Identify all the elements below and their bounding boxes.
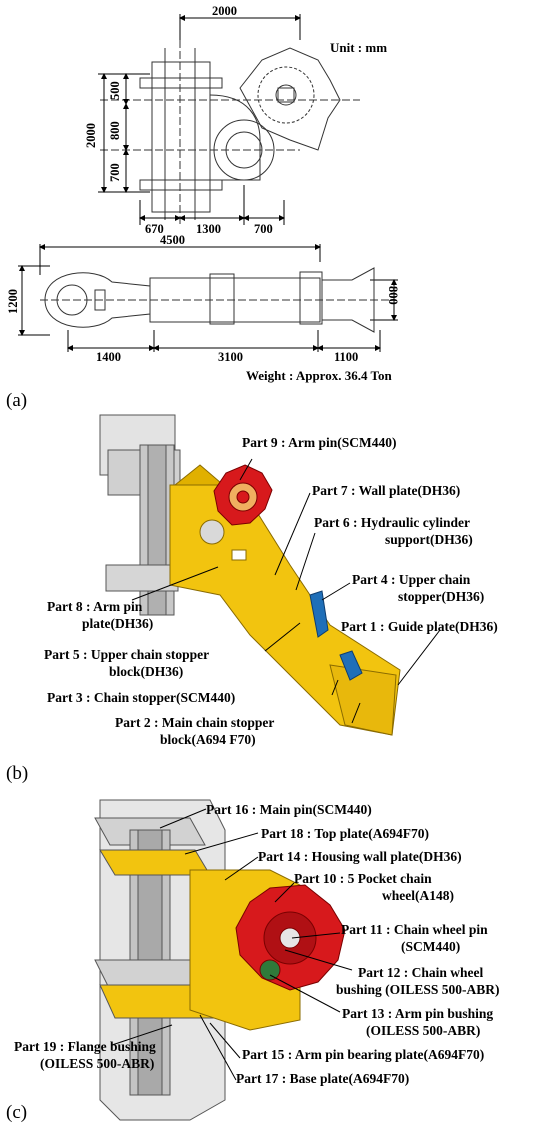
leader-lines-c bbox=[111, 808, 353, 1081]
panel-a-drawing bbox=[18, 14, 398, 352]
dim-height-total: 2000 bbox=[84, 123, 98, 148]
dim-500: 500 bbox=[108, 81, 122, 100]
part-13-label: Part 13 : Arm pin bushing(OILESS 500-ABR… bbox=[342, 1006, 494, 1038]
upper-chain-stopper bbox=[309, 590, 363, 681]
panel-b: Part 9 : Arm pin(SCM440) Part 7 : Wall p… bbox=[0, 405, 550, 785]
panel-b-drawing bbox=[99, 414, 441, 736]
side-view bbox=[40, 267, 390, 333]
chain-wheel bbox=[213, 464, 273, 526]
unit-label: Unit : mm bbox=[330, 40, 388, 55]
panel-c-label: (c) bbox=[6, 1102, 28, 1123]
part-18-label: Part 18 : Top plate(A694F70) bbox=[261, 826, 429, 841]
part-3-label: Part 3 : Chain stopper(SCM440) bbox=[47, 690, 236, 705]
chain-wheel-c bbox=[235, 884, 346, 991]
panel-b-label: (b) bbox=[6, 763, 29, 784]
dim-1400: 1400 bbox=[96, 350, 121, 364]
dim-1200: 1200 bbox=[6, 289, 20, 314]
dim-4500: 4500 bbox=[160, 233, 185, 247]
part-14-label: Part 14 : Housing wall plate(DH36) bbox=[258, 849, 462, 864]
dim-700: 700 bbox=[254, 222, 273, 236]
part-17-label: Part 17 : Base plate(A694F70) bbox=[236, 1071, 410, 1086]
dim-1300: 1300 bbox=[196, 222, 221, 236]
part-11-label: Part 11 : Chain wheel pin(SCM440) bbox=[341, 922, 488, 954]
dim-3100: 3100 bbox=[218, 350, 243, 364]
part-9-label: Part 9 : Arm pin(SCM440) bbox=[242, 435, 397, 450]
stopper-arm bbox=[169, 464, 401, 736]
panel-a: Unit : mm 2000 2000 500 800 700 670 1300… bbox=[0, 0, 550, 411]
panel-c: Part 16 : Main pin(SCM440) Part 18 : Top… bbox=[0, 790, 550, 1132]
part-16-label: Part 16 : Main pin(SCM440) bbox=[206, 802, 372, 817]
top-view bbox=[100, 40, 360, 225]
part-19-label: Part 19 : Flange bushing(OILESS 500-ABR) bbox=[14, 1039, 156, 1071]
part-1-label: Part 1 : Guide plate(DH36) bbox=[341, 619, 498, 634]
dim-700-vert: 700 bbox=[108, 163, 122, 182]
dim-1100: 1100 bbox=[334, 350, 359, 364]
dim-top-width: 2000 bbox=[212, 4, 237, 18]
leader-lines bbox=[131, 458, 441, 724]
part-15-label: Part 15 : Arm pin bearing plate(A694F70) bbox=[242, 1047, 485, 1062]
housing-assembly bbox=[94, 799, 226, 1121]
housing-structure bbox=[99, 414, 181, 616]
dim-800: 800 bbox=[108, 121, 122, 140]
panel-c-drawing bbox=[94, 799, 353, 1121]
dim-670: 670 bbox=[145, 222, 164, 236]
panel-a-label: (a) bbox=[6, 390, 28, 411]
weight-label: Weight : Approx. 36.4 Ton bbox=[246, 368, 392, 383]
dimension-lines bbox=[18, 14, 398, 352]
dim-800-side: 800 bbox=[386, 286, 400, 305]
part-7-label: Part 7 : Wall plate(DH36) bbox=[312, 483, 461, 498]
